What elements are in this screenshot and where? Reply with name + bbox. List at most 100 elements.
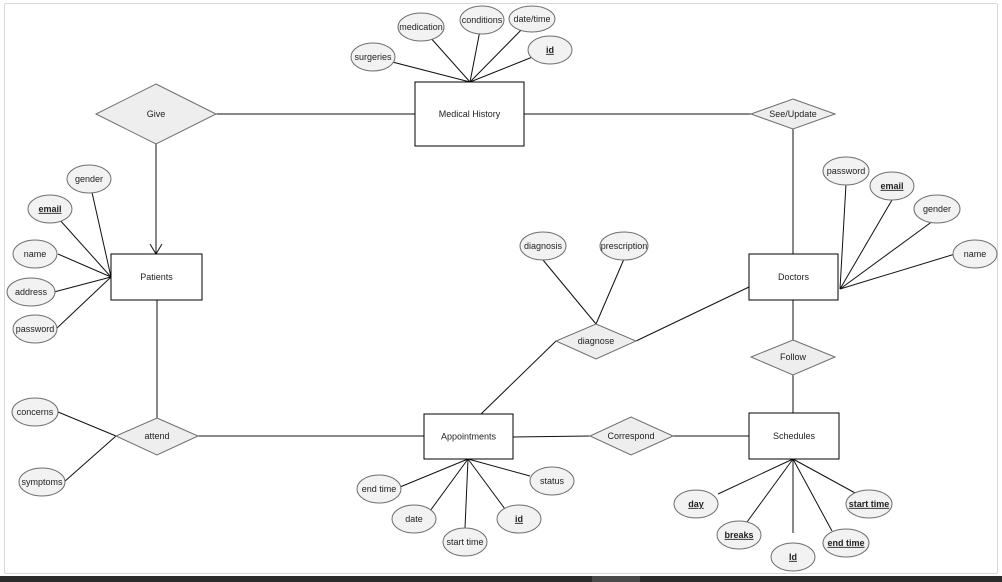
entity-appointments[interactable]: Appointments [423,413,514,460]
attr-label: password [16,324,55,334]
attr-label: surgeries [354,52,392,62]
edge-p-name [57,253,112,278]
attr-label: day [688,499,704,509]
attr-d-gender[interactable]: gender [913,194,961,224]
attr-label: concerns [17,407,54,417]
attr-attend-symptoms[interactable]: symptoms [18,467,66,497]
relationship-follow[interactable]: Follow [749,339,837,376]
attr-s-breaks[interactable]: breaks [716,520,762,550]
attr-a-endtime[interactable]: end time [356,474,402,504]
attr-d-password[interactable]: password [822,156,870,186]
relationship-see-update[interactable]: See/Update [749,98,837,130]
attr-label: start time [849,499,890,509]
attr-label: date [405,514,423,524]
attr-s-starttime[interactable]: start time [845,489,893,519]
edge-s-breaks [746,458,794,523]
attr-label: name [24,249,47,259]
edge-p-gender [88,178,112,278]
attr-mh-conditions[interactable]: conditions [459,5,505,35]
attr-mh-id[interactable]: id [527,35,573,65]
relationship-diagnose[interactable]: diagnose [554,323,638,360]
attr-s-day[interactable]: day [673,489,719,519]
attr-diagnose-diagnosis[interactable]: diagnosis [519,231,567,261]
attr-label: end time [362,484,397,494]
attr-p-email[interactable]: email [27,194,73,224]
entity-patients[interactable]: Patients [110,253,203,301]
attr-label: breaks [724,530,753,540]
attr-label: medication [399,22,443,32]
edge-d-name [839,253,956,290]
edge-s-day [717,458,794,495]
edge-p-address [53,276,112,293]
attr-s-endtime[interactable]: end time [822,528,870,558]
attr-diagnose-prescription[interactable]: prescription [599,231,649,261]
entity-label: Doctors [778,272,810,282]
scrollbar-thumb[interactable] [592,576,640,582]
attr-label: id [546,45,554,55]
edge-a-starttime [464,458,469,529]
relationship-label: Give [147,109,166,119]
attr-label: name [964,249,987,259]
attr-label: end time [827,538,864,548]
bottom-scrollbar[interactable] [0,576,1002,582]
edge-s-starttime [792,458,858,495]
edge-diagnose-diagnosis [542,259,597,325]
attr-p-address[interactable]: address [6,277,56,307]
edge-s-endtime [792,458,833,532]
attr-a-id[interactable]: id [496,504,542,534]
attr-attend-concerns[interactable]: concerns [11,397,59,427]
edge-p-password [55,276,112,330]
attr-label: email [880,181,903,191]
edge-a-id [467,458,506,510]
edge-attend-symptoms [63,435,117,483]
attr-p-gender[interactable]: gender [66,164,112,194]
attr-a-date[interactable]: date [391,504,437,534]
relationship-correspond[interactable]: Correspond [588,416,675,456]
edge-d-password [839,183,847,290]
edge-a-status [467,458,531,477]
attr-mh-datetime[interactable]: date/time [508,5,556,33]
edge-doctors-diagnose [635,286,750,342]
attr-label: start time [446,537,483,547]
relationship-attend[interactable]: attend [114,417,200,456]
edge-d-email [839,199,893,290]
attr-label: id [515,514,523,524]
attr-s-id[interactable]: Id [770,542,816,572]
edge-a-endtime [399,458,469,488]
attr-d-name[interactable]: name [952,239,998,269]
entity-doctors[interactable]: Doctors [748,253,839,301]
attr-label: gender [75,174,103,184]
edge-appointments-correspond [512,435,591,438]
attr-label: conditions [462,15,503,25]
entity-label: Patients [140,272,173,282]
entity-label: Medical History [439,109,501,119]
edge-diagnose-appointments [480,340,557,415]
attr-label: status [540,476,565,486]
attr-label: date/time [513,14,550,24]
attr-a-starttime[interactable]: start time [442,527,488,557]
attr-label: prescription [601,241,648,251]
attr-d-email[interactable]: email [869,171,915,201]
relationship-label: Follow [780,352,807,362]
attr-label: symptoms [21,477,63,487]
edge-attend-concerns [57,411,117,437]
edge-diagnose-prescription [595,258,625,325]
relationship-label: diagnose [578,336,615,346]
attr-mh-medication[interactable]: medication [397,12,445,42]
relationship-give[interactable]: Give [94,83,218,145]
attr-a-status[interactable]: status [529,466,575,496]
attr-p-password[interactable]: password [12,314,58,344]
attr-p-name[interactable]: name [12,239,58,269]
entity-medical-history[interactable]: Medical History [414,81,525,147]
entity-schedules[interactable]: Schedules [748,412,840,460]
attr-mh-surgeries[interactable]: surgeries [350,42,396,72]
attr-label: address [15,287,48,297]
entity-label: Schedules [773,431,816,441]
edge-a-date [429,458,469,512]
edge-d-gender [839,217,938,290]
attr-label: email [38,204,61,214]
attr-label: Id [789,552,797,562]
relationship-label: attend [144,431,169,441]
relationship-label: See/Update [769,109,817,119]
